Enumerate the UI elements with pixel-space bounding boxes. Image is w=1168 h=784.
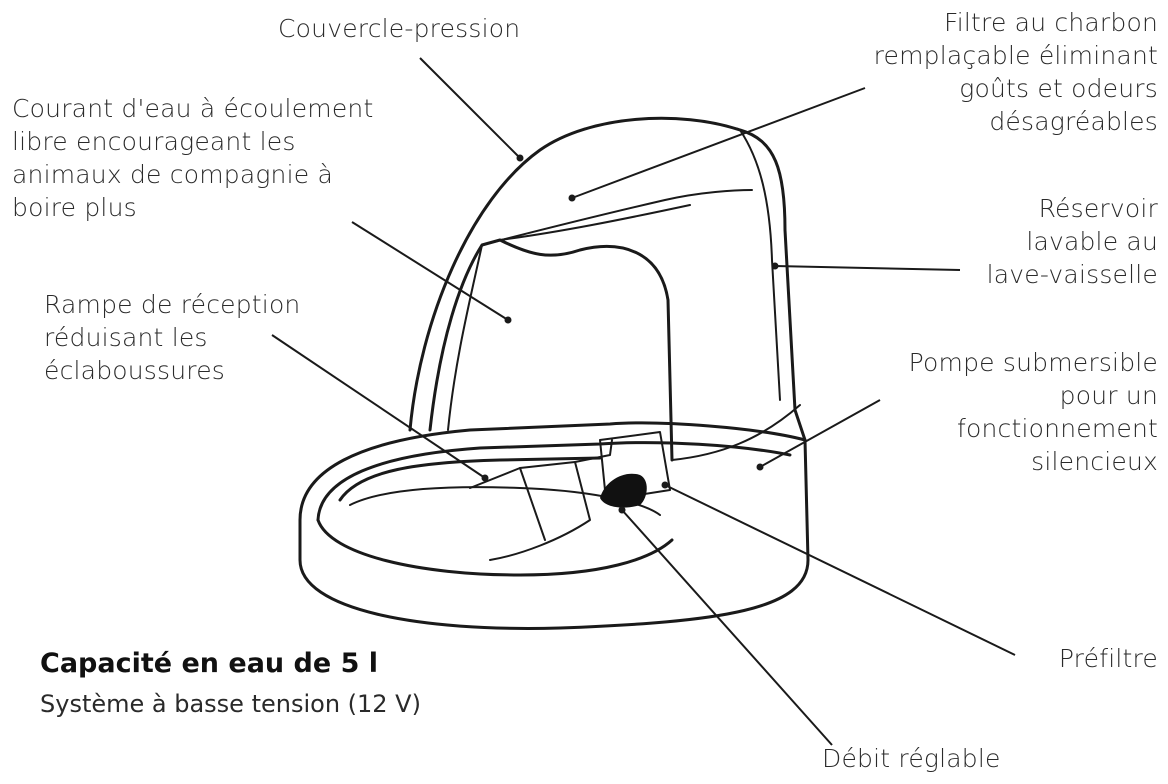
- leader-prefiltre: [664, 484, 1016, 656]
- label-rampe: Rampe de réception réduisant les éclabou…: [44, 290, 301, 385]
- leader-pompe: [759, 399, 881, 468]
- label-filtre: Filtre au charbon remplaçable éliminant …: [873, 8, 1158, 136]
- inner-arch: [428, 238, 674, 462]
- ramp: [469, 461, 591, 561]
- capacity-subtitle: Système à basse tension (12 V): [40, 690, 421, 718]
- label-pompe: Pompe submersible pour un fonctionnement…: [908, 348, 1158, 476]
- base-tray: [298, 421, 810, 630]
- label-courant: Courant d'eau à écoulement libre encoura…: [12, 94, 374, 222]
- filter-ledge: [481, 189, 753, 246]
- dome-shell: [408, 116, 807, 442]
- leader-debit: [621, 509, 833, 746]
- flow-knob: [600, 473, 647, 508]
- leader-rampe: [271, 334, 486, 479]
- leader-filtre: [571, 87, 866, 199]
- pump-side: [671, 404, 801, 461]
- leader-courant: [351, 221, 509, 321]
- label-debit: Débit réglable: [822, 744, 1001, 773]
- label-couvercle: Couvercle-pression: [278, 14, 521, 43]
- tray-rim: [316, 441, 792, 522]
- leader-couvercle: [419, 57, 521, 159]
- leader-reservoir: [774, 265, 961, 271]
- label-reservoir: Réservoir lavable au lave-vaisselle: [986, 194, 1158, 289]
- label-prefiltre: Préfiltre: [1058, 644, 1158, 673]
- capacity-title: Capacité en eau de 5 l: [40, 648, 379, 679]
